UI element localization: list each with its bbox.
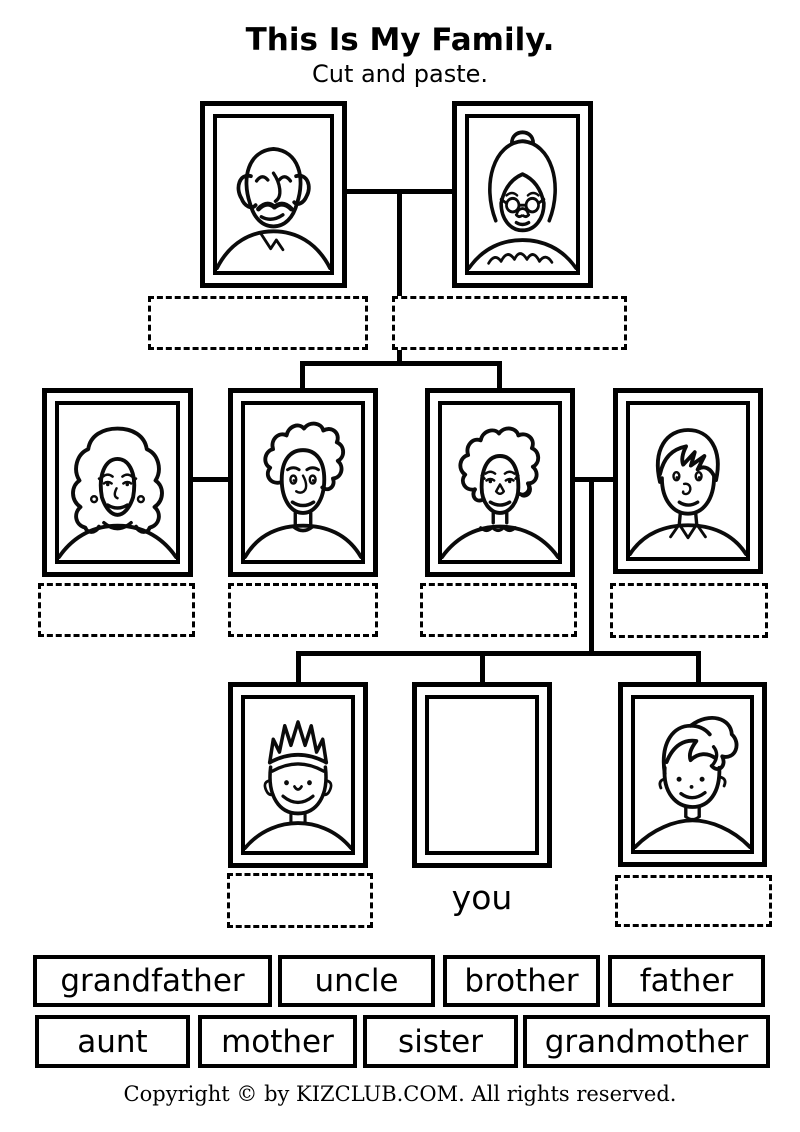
word-tile-label: sister <box>398 1023 483 1060</box>
word-tile-label: aunt <box>77 1023 148 1060</box>
paste-box-mid-1[interactable] <box>38 583 195 637</box>
page-title: This Is My Family. <box>245 22 555 58</box>
portrait-frame-top-2 <box>452 101 593 288</box>
portrait-frame-top-1 <box>200 101 347 288</box>
boy-spiky-hair-portrait-icon <box>245 720 351 851</box>
portrait-frame-mid-4 <box>613 388 763 574</box>
paste-box-top-1[interactable] <box>148 296 368 350</box>
elderly-man-portrait-icon <box>217 147 330 271</box>
tree-connector-line <box>300 361 502 366</box>
girl-ponytail-portrait-icon <box>635 715 750 850</box>
word-tile-grandfather[interactable]: grandfather <box>33 955 272 1007</box>
empty-photo-area[interactable] <box>425 695 539 855</box>
you-label: you <box>451 878 513 917</box>
word-tile-grandmother[interactable]: grandmother <box>523 1015 770 1068</box>
man-curly-hair-portrait-icon <box>245 421 361 560</box>
portrait-frame-mid-2 <box>228 388 378 577</box>
word-tile-label: grandfather <box>60 963 245 999</box>
tree-connector-line <box>589 477 594 656</box>
tree-connector-line <box>480 651 485 685</box>
portrait-frame-mid-1 <box>42 388 193 577</box>
copyright-text: Copyright © by KIZCLUB.COM. All rights r… <box>123 1082 677 1106</box>
portrait-frame-bottom-1 <box>228 682 368 868</box>
word-tile-aunt[interactable]: aunt <box>35 1015 190 1068</box>
elderly-woman-portrait-icon <box>469 130 576 271</box>
paste-box-bottom-3[interactable] <box>615 875 772 927</box>
word-tile-mother[interactable]: mother <box>198 1015 357 1068</box>
paste-box-mid-4[interactable] <box>610 583 768 638</box>
word-tile-label: brother <box>464 963 579 999</box>
tree-connector-line <box>193 477 228 482</box>
woman-long-wavy-hair-portrait-icon <box>59 426 176 560</box>
portrait-frame-bottom-3 <box>618 682 767 867</box>
tree-connector-line <box>696 651 701 685</box>
word-tile-sister[interactable]: sister <box>363 1015 518 1068</box>
word-tile-brother[interactable]: brother <box>443 955 600 1007</box>
young-man-straight-hair-portrait-icon <box>630 428 746 557</box>
paste-box-mid-3[interactable] <box>420 583 577 637</box>
word-tile-label: uncle <box>314 963 399 999</box>
tree-connector-line <box>296 651 701 656</box>
page-subtitle: Cut and paste. <box>311 60 489 88</box>
word-tile-label: grandmother <box>544 1023 749 1060</box>
portrait-frame-mid-3 <box>425 388 575 577</box>
paste-box-bottom-1[interactable] <box>227 873 373 928</box>
word-tile-label: father <box>639 963 734 999</box>
tree-connector-line <box>296 651 301 685</box>
paste-box-top-2[interactable] <box>392 296 627 350</box>
tree-connector-line <box>575 477 613 482</box>
word-tile-father[interactable]: father <box>608 955 765 1007</box>
tree-connector-line <box>397 189 402 366</box>
word-tile-label: mother <box>221 1023 334 1060</box>
woman-short-curly-hair-portrait-icon <box>442 426 558 560</box>
paste-box-mid-2[interactable] <box>228 583 378 637</box>
word-tile-uncle[interactable]: uncle <box>278 955 435 1007</box>
portrait-frame-bottom-2-empty[interactable] <box>412 682 552 868</box>
tree-connector-line <box>300 361 305 391</box>
tree-connector-line <box>497 361 502 391</box>
